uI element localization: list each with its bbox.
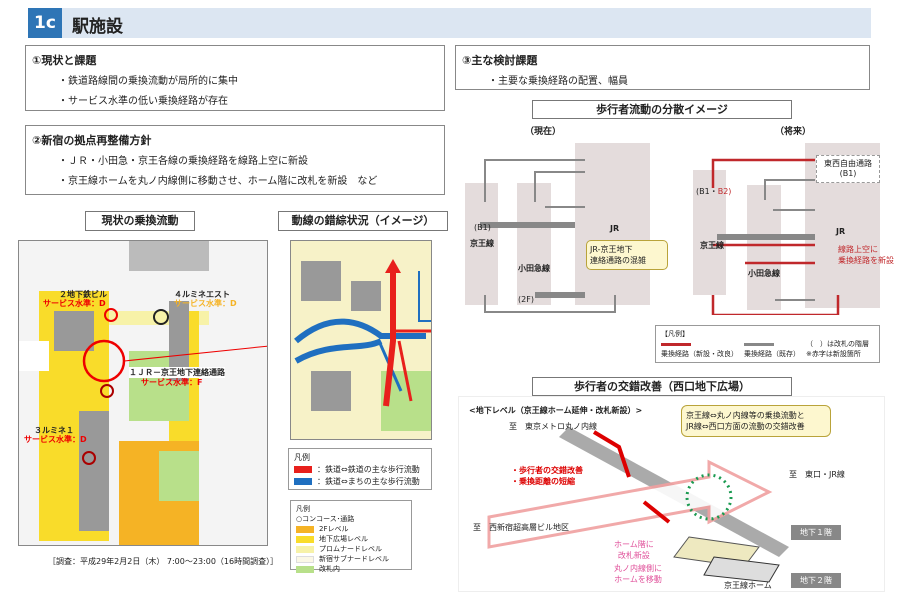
- note-line: 改札新設: [617, 551, 650, 560]
- list-item: ・ＪＲ・小田急・京王各線の乗換経路を線路上空に新設: [58, 156, 308, 167]
- crossing-callout: 京王線⇔丸ノ内線等の乗換流動と JR線⇔西口方面の流動の交錯改善: [681, 405, 831, 437]
- section-current-issues: ①現状と課題 ・鉄道路線間の乗換流動が局所的に集中 ・サービス水準の低い乗換経路…: [25, 45, 445, 111]
- note-line: ホーム階に: [614, 540, 654, 549]
- section-number: 1c: [28, 8, 62, 38]
- callout-line: 連絡通路の混雑: [590, 256, 646, 265]
- section-issues: ③主な検討課題 ・主要な乗換経路の配置、幅員: [455, 45, 870, 90]
- section-title: ③主な検討課題: [462, 54, 538, 67]
- flow-legend: 凡例 ：鉄道⇔鉄道の主な歩行流動 ：鉄道⇔まちの主な歩行流動: [288, 448, 432, 490]
- legend-note: ※赤字は新設箇所: [806, 350, 861, 358]
- legend-title: 凡例: [296, 505, 310, 513]
- east-west-passage: 東西自由通路(B1): [816, 155, 880, 183]
- red-notes: ・歩行者の交錯改善・乗換距離の短縮: [511, 465, 583, 487]
- legend-label: 地下広場レベル: [319, 535, 368, 543]
- service-level: サービス水準：D: [174, 299, 237, 308]
- legend-note: （ ）は改札の階層: [806, 340, 869, 348]
- legend-label: ：鉄道⇔鉄道の主な歩行流動: [317, 465, 420, 474]
- list-item: ・鉄道路線間の乗換流動が局所的に集中: [58, 76, 238, 87]
- callout-line: JR-京王地下: [590, 245, 633, 254]
- to-west: 至 西新宿超高層ビル地区: [473, 523, 569, 532]
- legend-label: 改札内: [319, 565, 340, 573]
- section-title: ①現状と課題: [32, 54, 97, 67]
- header-bar: 1c 駅施設: [28, 8, 871, 38]
- label-jr: JR: [610, 224, 620, 233]
- level-label: (2F): [518, 295, 534, 304]
- legend-title: 凡例: [294, 453, 310, 462]
- service-level: サービス水準：F: [141, 378, 203, 387]
- service-level: サービス水準：D: [43, 299, 106, 308]
- label-jr: JR: [836, 227, 846, 236]
- flow-image: [290, 240, 432, 440]
- note-line: 乗換経路を新設: [838, 256, 894, 265]
- map-legend: 凡例 ○コンコース･通路 2Fレベル 地下広場レベル プロムナードレベル 新宿サ…: [290, 500, 412, 573]
- new-route-note: 線路上空に乗換経路を新設: [838, 244, 894, 266]
- blue-arrow-icon: [294, 478, 312, 485]
- callout-line: 京王線⇔丸ノ内線等の乗換流動と: [686, 411, 805, 420]
- label-lumine1: ３ルミネ１: [34, 426, 74, 435]
- label-odakyu: 小田急線: [518, 264, 550, 273]
- dispersion-legend: 【凡例】 乗換経路（新設・改良） 乗換経路（既存） （ ）は改札の階層 ※赤字は新…: [655, 325, 880, 363]
- list-item: ・主要な乗換経路の配置、幅員: [488, 76, 628, 87]
- page-title: 駅施設: [72, 17, 123, 37]
- red-arrow-icon: [294, 466, 312, 473]
- label-subway-building: ２地下鉄ビル: [59, 290, 107, 299]
- label-jr-keio-passage: １ＪＲ－京王地下連絡通路: [129, 367, 225, 378]
- note-line: 丸ノ内線側に: [614, 564, 662, 573]
- crossing-subtitle: <地下レベル（京王線ホーム延伸・改札新設）>: [469, 406, 643, 415]
- passage-label: 東西自由通路: [824, 159, 872, 168]
- survey-caption: ［調査：平成29年2月2日（木） 7:00～23:00（16時間調査）］: [48, 557, 279, 566]
- label-odakyu: 小田急線: [748, 269, 780, 278]
- congestion-callout: JR-京王地下 連絡通路の混雑: [586, 240, 668, 270]
- legend-label: 新宿サブナードレベル: [319, 555, 389, 563]
- level-b2-badge: 地下２階: [791, 573, 841, 588]
- legend-subtitle: ○コンコース･通路: [296, 515, 355, 523]
- service-level: サービス水準：D: [24, 435, 87, 444]
- note-line: ・歩行者の交錯改善: [511, 466, 583, 475]
- section-policy: ②新宿の拠点再整備方針 ・ＪＲ・小田急・京王各線の乗換経路を線路上空に新設 ・京…: [25, 125, 445, 195]
- section-title: ②新宿の拠点再整備方針: [32, 134, 152, 147]
- legend-label: ：鉄道⇔まちの主な歩行流動: [317, 477, 420, 486]
- callout-line: JR線⇔西口方面の流動の交錯改善: [686, 422, 805, 431]
- station-map: ２地下鉄ビル サービス水準：D ４ルミネエスト サービス水準：D １ＪＲ－京王地…: [18, 240, 268, 546]
- to-east: 至 東口・JR線: [789, 470, 845, 479]
- platform-label: 京王線ホーム: [724, 581, 772, 590]
- crossing-title: 歩行者の交錯改善（西口地下広場）: [532, 377, 792, 396]
- legend-label: 乗換経路（新設・改良）: [661, 350, 738, 358]
- level-label: (B1・B2): [696, 187, 732, 196]
- level-b1-badge: 地下１階: [791, 525, 841, 540]
- label-current: （現在）: [525, 127, 562, 137]
- list-item: ・サービス水準の低い乗換経路が存在: [58, 96, 228, 107]
- list-item: ・京王線ホームを丸ノ内線側に移動させ、ホーム階に改札を新設 など: [58, 176, 378, 187]
- legend-label: プロムナードレベル: [319, 545, 382, 553]
- to-marunouchi: 至 東京メトロ丸ノ内線: [509, 422, 597, 431]
- note-line: ホームを移動: [614, 575, 662, 584]
- note-line: ・乗換距離の短縮: [511, 477, 575, 486]
- label-future: （将来）: [775, 127, 812, 137]
- label-keio: 京王線: [470, 239, 494, 248]
- crossing-diagram: <地下レベル（京王線ホーム延伸・改札新設）> 至 東京メトロ丸ノ内線 至 東口・…: [458, 396, 885, 592]
- flow-image-title: 動線の錯綜状況（イメージ）: [278, 211, 448, 231]
- dispersion-title: 歩行者流動の分散イメージ: [532, 100, 792, 119]
- map-title: 現状の乗換流動: [85, 211, 195, 231]
- legend-label: 2Fレベル: [319, 525, 349, 533]
- pink-note-platform: 丸ノ内線側にホームを移動: [614, 563, 662, 585]
- label-keio: 京王線: [700, 241, 724, 250]
- pink-note-gate: ホーム階に改札新設: [614, 539, 654, 561]
- legend-label: 乗換経路（既存）: [744, 350, 800, 358]
- legend-title: 【凡例】: [661, 330, 689, 338]
- label-lumine-est: ４ルミネエスト: [174, 290, 230, 299]
- level-label: (B1): [839, 169, 857, 178]
- note-line: 線路上空に: [838, 245, 878, 254]
- level-label: (B1): [474, 223, 491, 232]
